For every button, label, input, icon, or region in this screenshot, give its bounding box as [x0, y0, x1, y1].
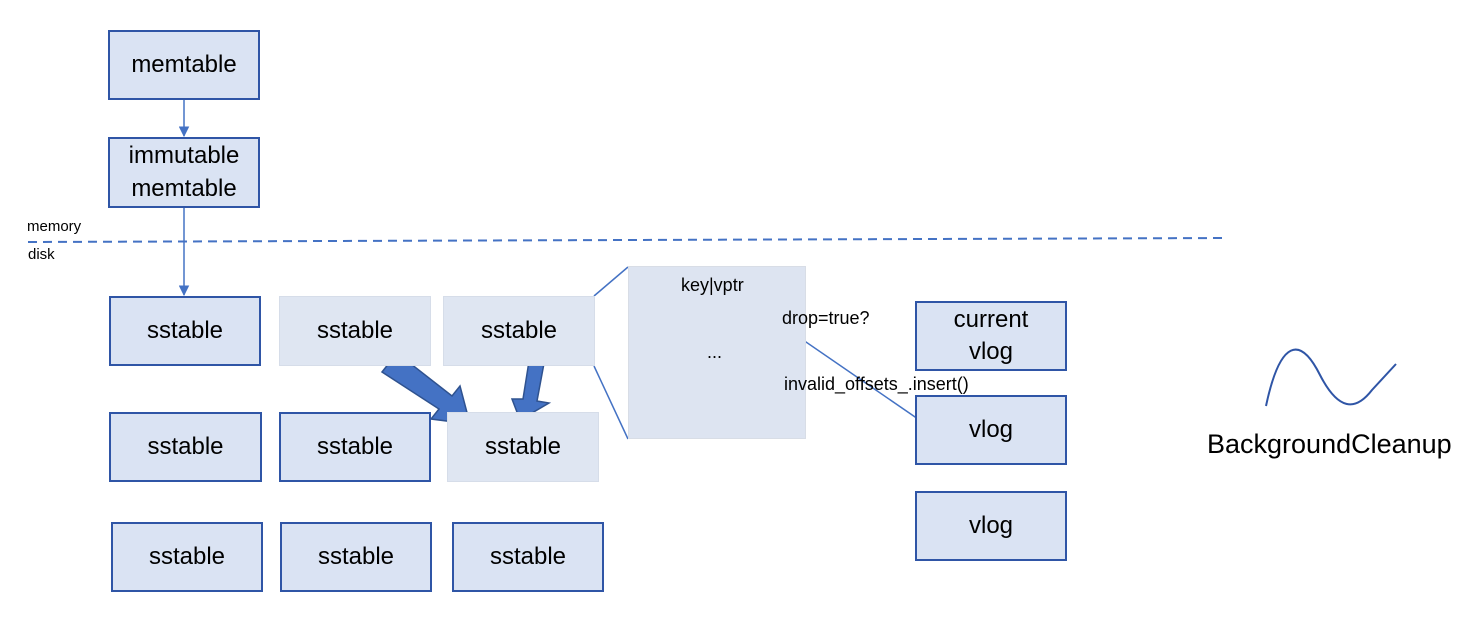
memtable-label: memtable: [131, 50, 237, 78]
vlog-label: vlog: [968, 511, 1014, 539]
sstable-box: sstable: [447, 412, 599, 482]
background-cleanup-label: BackgroundCleanup: [1207, 429, 1452, 459]
sstable-label: sstable: [146, 316, 224, 344]
vlog-label: vlog: [968, 415, 1014, 443]
sstable-label: sstable: [316, 316, 394, 344]
sstable-box: sstable: [443, 296, 595, 366]
sstable-box: sstable: [109, 296, 261, 366]
sstable-label: sstable: [480, 316, 558, 344]
immutable-memtable-label: immutable memtable: [128, 142, 240, 202]
key-vptr-entry: key|vptr: [681, 275, 744, 295]
sstable-box: sstable: [279, 412, 431, 482]
zoom-line-top: [593, 266, 629, 297]
sstable-label: sstable: [489, 542, 567, 570]
sstable-label: sstable: [317, 542, 395, 570]
vlog-box: vlog: [915, 491, 1067, 561]
memory-label: memory: [27, 218, 82, 235]
sstable-label: sstable: [484, 432, 562, 460]
current-vlog-label: current vlog: [953, 305, 1029, 365]
current-vlog-box: current vlog: [915, 301, 1067, 371]
disk-label: disk: [28, 246, 55, 263]
immutable-memtable-box: immutable memtable: [108, 137, 260, 208]
ellipsis-label: ...: [707, 342, 723, 362]
invalid-offsets-annotation: invalid_offsets_.insert(): [784, 374, 969, 394]
zoom-line-bottom: [593, 365, 629, 440]
sstable-box: sstable: [109, 412, 262, 482]
background-cleanup-wave-icon: [1265, 348, 1397, 407]
sstable-box: sstable: [279, 296, 431, 366]
drop-annotation: drop=true?: [782, 308, 870, 328]
sstable-zoom-panel: [628, 266, 806, 439]
memtable-box: memtable: [108, 30, 260, 100]
sstable-box: sstable: [280, 522, 432, 592]
vlog-box: vlog: [915, 395, 1067, 465]
sstable-box: sstable: [111, 522, 263, 592]
sstable-label: sstable: [148, 542, 226, 570]
sstable-label: sstable: [147, 432, 224, 460]
sstable-box: sstable: [452, 522, 604, 592]
sstable-label: sstable: [316, 432, 394, 460]
memory-disk-divider: [27, 237, 1227, 243]
